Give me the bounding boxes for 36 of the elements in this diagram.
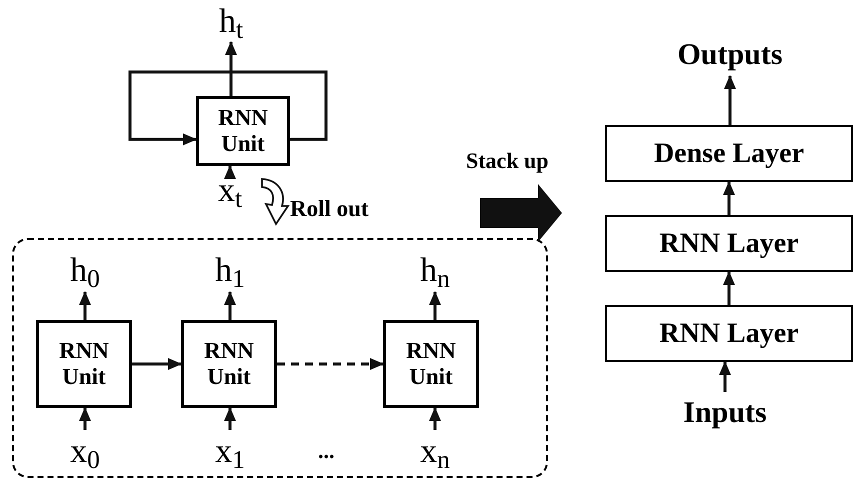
layer-box: RNN Layer — [605, 215, 853, 272]
variable-label: x$_{t}$ — [206, 172, 254, 210]
layer-box: Dense Layer — [605, 125, 853, 182]
arrow — [224, 407, 236, 430]
arrow — [132, 358, 182, 370]
rnn-unit-box: RNN Unit — [383, 320, 479, 408]
roll-out-label: Roll out — [290, 197, 369, 220]
arrow — [79, 291, 91, 320]
ellipsis-label: ... — [318, 440, 334, 462]
arrow — [719, 361, 731, 392]
arrow — [225, 41, 237, 96]
arrow — [277, 358, 384, 370]
io-label: Inputs — [665, 392, 785, 434]
variable-label: x$_{0}$ — [58, 430, 112, 474]
rnn-unit-box: RNN Unit — [196, 96, 290, 166]
variable-label: h$_{t}$ — [204, 2, 258, 42]
arrow — [128, 70, 328, 146]
arrow — [724, 75, 736, 125]
stack-up-label: Stack up — [466, 150, 549, 172]
arrow — [79, 407, 91, 430]
variable-label: h$_{0}$ — [58, 250, 112, 292]
dashed-group-box — [12, 238, 548, 478]
arrow — [224, 291, 236, 320]
arrow — [429, 407, 441, 430]
variable-label: x$_{1}$ — [203, 430, 257, 474]
arrow — [429, 291, 441, 320]
layer-box: RNN Layer — [605, 305, 853, 362]
rnn-unit-box: RNN Unit — [181, 320, 277, 408]
variable-label: h$_{1}$ — [203, 250, 257, 292]
arrow — [723, 181, 735, 215]
variable-label: x$_{n}$ — [404, 430, 466, 474]
variable-label: h$_{n}$ — [404, 250, 466, 292]
arrow — [723, 271, 735, 305]
arrow — [224, 165, 236, 179]
io-label: Outputs — [660, 34, 800, 76]
rnn-unit-box: RNN Unit — [36, 320, 132, 408]
